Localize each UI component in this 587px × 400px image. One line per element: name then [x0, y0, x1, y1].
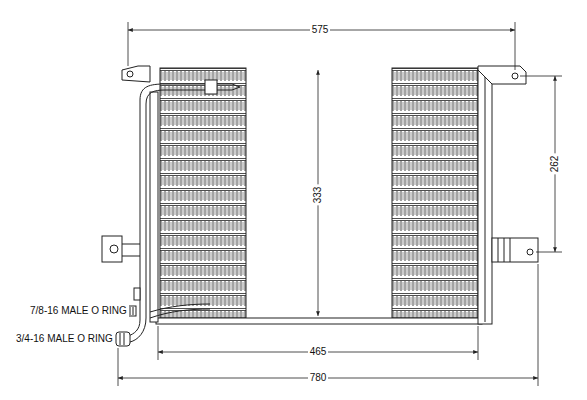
- dimension-value: 780: [308, 372, 329, 384]
- dimension-value: 575: [310, 24, 331, 36]
- dimension-value: 465: [308, 346, 329, 358]
- mount-bracket: [122, 66, 150, 82]
- mount-bracket: [492, 238, 538, 262]
- bottom-rail: [156, 318, 482, 324]
- mount-bracket: [102, 236, 122, 262]
- left-core: [160, 68, 246, 318]
- fitting: [116, 332, 130, 346]
- dimension-lines: [118, 22, 562, 386]
- mount-bracket: [478, 66, 526, 84]
- side-plate: [150, 92, 158, 322]
- dimension-value: 262: [549, 154, 561, 175]
- fitting-note: 3/4-16 MALE O RING: [14, 333, 115, 345]
- right-core: [392, 68, 478, 318]
- fitting-note: 7/8-16 MALE O RING: [28, 305, 129, 317]
- dimension-value: 333: [312, 185, 324, 206]
- header-tank: [478, 70, 492, 324]
